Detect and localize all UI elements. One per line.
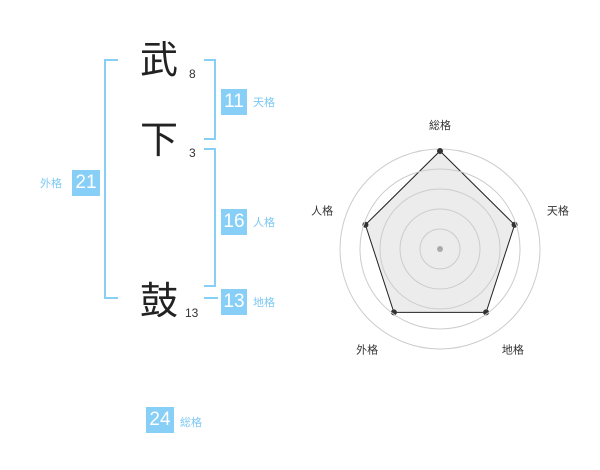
stroke-count-1: 8 bbox=[189, 67, 196, 81]
tenkaku-bracket-top bbox=[204, 59, 216, 61]
radar-axis-label-4: 人格 bbox=[311, 204, 333, 218]
radar-inner-ring-4 bbox=[359, 168, 521, 330]
radar-axis-label-2: 地格 bbox=[502, 342, 524, 356]
jinkaku-label: 人格 bbox=[253, 216, 275, 229]
radar-axis-label-3: 外格 bbox=[356, 342, 378, 356]
radar-axis-label-1: 天格 bbox=[547, 204, 569, 218]
jinkaku-value: 16 bbox=[221, 209, 247, 235]
gaikaku-bracket-top bbox=[104, 59, 118, 61]
radar-inner-ring-3 bbox=[379, 188, 501, 310]
gaikaku-label: 外格 bbox=[40, 177, 62, 190]
tenkaku-bracket-bottom bbox=[204, 138, 216, 140]
jinkaku-bracket-vertical bbox=[214, 148, 216, 287]
stroke-count-2: 3 bbox=[189, 146, 196, 160]
radar-points bbox=[359, 148, 521, 330]
radar-inner-ring-1 bbox=[419, 228, 461, 270]
name-char-2: 下 bbox=[140, 118, 179, 162]
jinkaku-bracket-top bbox=[204, 148, 216, 150]
soukaku-label: 総格 bbox=[180, 416, 202, 429]
radar-axis-label-0: 総格 bbox=[429, 118, 451, 132]
soukaku-value: 24 bbox=[146, 407, 174, 433]
tenkaku-label: 天格 bbox=[253, 96, 275, 109]
chikaku-value: 13 bbox=[221, 289, 247, 315]
tenkaku-bracket-vertical bbox=[214, 59, 216, 140]
name-char-1: 武 bbox=[140, 38, 179, 82]
name-char-3: 鼓 bbox=[140, 279, 179, 323]
radar-center-dot bbox=[437, 246, 443, 252]
chikaku-connector bbox=[204, 297, 218, 299]
tenkaku-value: 11 bbox=[221, 89, 247, 115]
gaikaku-value: 21 bbox=[72, 170, 100, 196]
stroke-count-3: 13 bbox=[185, 306, 199, 320]
gaikaku-bracket-bottom bbox=[104, 297, 118, 299]
chikaku-label: 地格 bbox=[253, 296, 275, 309]
radar-point-0 bbox=[437, 148, 443, 154]
jinkaku-bracket-bottom bbox=[204, 285, 216, 287]
gaikaku-bracket-vertical bbox=[104, 59, 106, 299]
radar-inner-ring-2 bbox=[399, 208, 481, 290]
radar-polygon bbox=[364, 150, 516, 313]
